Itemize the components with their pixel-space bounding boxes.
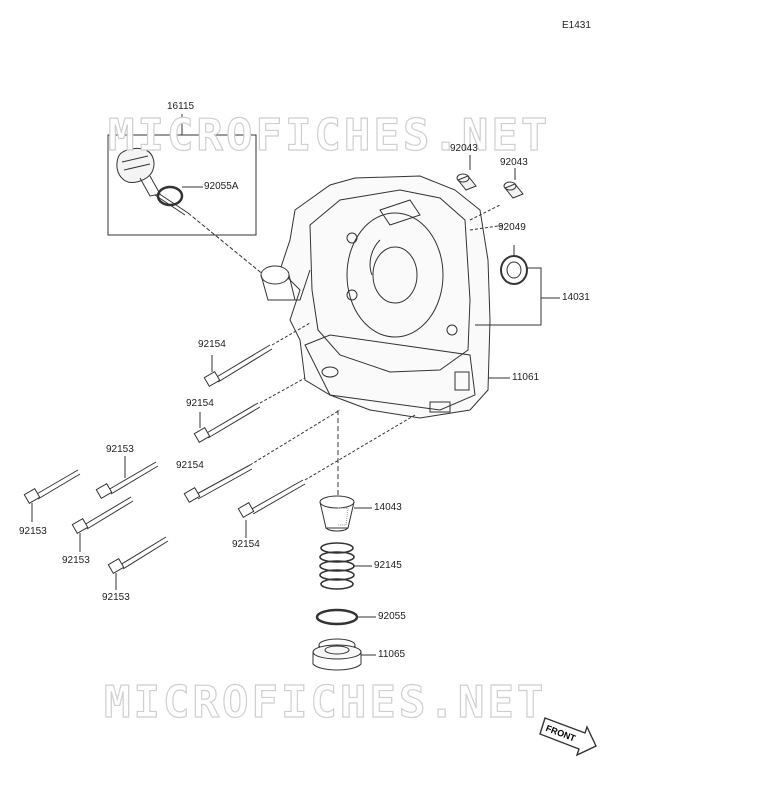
callout-92055: 92055 [378,611,406,622]
oil-strainer-14043 [319,495,355,532]
callout-92055a: 92055A [204,181,239,192]
callout-bracket-14031 [475,267,542,326]
callout-92154-c: 92154 [176,460,204,471]
bolt-92153-d [107,536,169,575]
callout-92153-c: 92153 [62,555,90,566]
drain-plug-11065 [312,638,362,671]
callout-92154-a: 92154 [198,339,226,350]
o-ring-92055 [315,608,359,626]
right-crankcase-cover [260,175,506,419]
bolt-92153-a [23,469,81,505]
diagram-code: E1431 [562,20,591,31]
watermark-bottom: MICROFICHES.NET [103,677,547,728]
oil-seal-92049 [500,255,528,285]
callout-16115: 16115 [167,101,195,112]
bolt-92154-b [193,402,261,444]
bolt-92153-c [71,496,134,535]
callout-92043-a: 92043 [450,143,478,154]
callout-11061: 11061 [512,372,540,383]
dowel-pin-b [503,181,524,199]
callout-92154-d: 92154 [232,539,260,550]
bolt-92153-b [95,461,159,500]
dowel-pin-a [456,173,477,191]
callout-14031: 14031 [562,292,590,303]
callout-92153-b: 92153 [106,444,134,455]
bolt-92154-c [183,464,253,504]
callout-14043: 14043 [374,502,402,513]
callout-92153-d: 92153 [102,592,130,603]
callout-92043-b: 92043 [500,157,528,168]
o-ring-92055a [156,185,184,207]
callout-92145: 92145 [374,560,402,571]
spring-92145 [319,542,355,590]
watermark-top: MICROFICHES.NET [107,110,551,161]
bolt-92154-d [237,479,306,519]
callout-92153-a: 92153 [19,526,47,537]
bolt-92154-a [203,344,273,388]
callout-11065: 11065 [378,649,406,660]
front-direction-arrow [539,717,597,757]
callout-92049: 92049 [498,222,526,233]
oil-filler-cap-part [116,147,271,281]
callout-92154-b: 92154 [186,398,214,409]
